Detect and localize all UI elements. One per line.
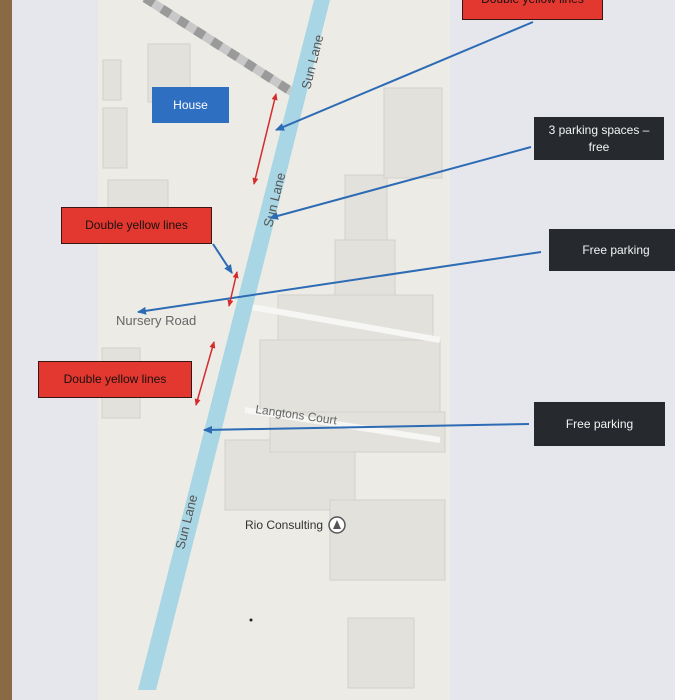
location-pin-icon[interactable] xyxy=(328,516,346,534)
house-label: House xyxy=(152,87,229,123)
callout-arrows xyxy=(137,21,542,434)
buildings xyxy=(101,43,446,689)
double-yellow-lines-label-2: Double yellow lines xyxy=(38,361,192,398)
map-dot xyxy=(249,618,253,622)
dashed-track xyxy=(142,0,295,96)
free-parking-label-1: Free parking xyxy=(549,229,675,271)
parking-spaces-label: 3 parking spaces – free xyxy=(534,117,664,160)
side-road-nursery xyxy=(239,302,441,343)
double-yellow-lines-label-1: Double yellow lines xyxy=(61,207,212,244)
arrow-parking-3 xyxy=(269,146,532,220)
arrow-free-1 xyxy=(137,251,542,315)
arrow-free-2 xyxy=(203,423,530,434)
road-label-nursery: Nursery Road xyxy=(116,313,196,328)
side-road-langtons xyxy=(244,407,441,443)
road-sun-lane xyxy=(138,0,330,690)
top-red-label: Double yellow lines xyxy=(462,0,603,20)
red-range-markers xyxy=(194,93,278,406)
arrow-top xyxy=(275,21,534,131)
poi-label: Rio Consulting xyxy=(245,518,323,532)
arrow-dyl-1 xyxy=(212,243,233,274)
free-parking-label-2: Free parking xyxy=(534,402,665,446)
